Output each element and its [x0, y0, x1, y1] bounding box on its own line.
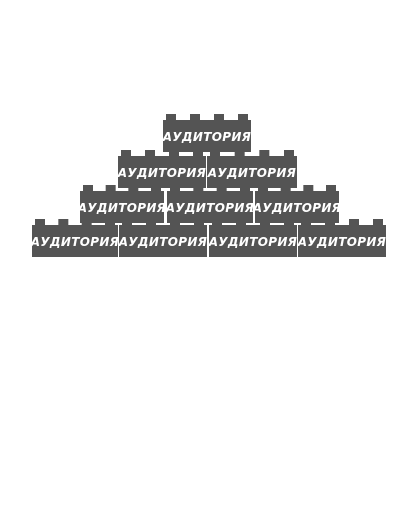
brick-stud	[151, 185, 161, 192]
brick-label: АУДИТОРИЯ	[118, 235, 207, 249]
brick-stud	[169, 150, 179, 157]
audience-brick: АУДИТОРИЯ	[297, 219, 386, 257]
brick-stud	[280, 185, 291, 192]
brick-stud	[326, 185, 336, 192]
brick-stud	[259, 150, 270, 157]
brick-label: АУДИТОРИЯ	[165, 201, 254, 215]
brick-stud	[190, 114, 200, 121]
brick-body	[118, 156, 206, 188]
brick-stud	[193, 185, 204, 192]
brick-stud	[122, 219, 132, 226]
brick-label: АУДИТОРИЯ	[208, 235, 297, 249]
brick-stud	[214, 114, 224, 121]
brick-stud	[145, 150, 155, 157]
brick-label: АУДИТОРИЯ	[297, 235, 386, 249]
brick-body	[207, 156, 297, 188]
brick-stud	[81, 219, 92, 226]
audience-brick: АУДИТОРИЯ	[118, 219, 207, 257]
brick-label: АУДИТОРИЯ	[162, 130, 251, 144]
brick-stud	[210, 150, 220, 157]
brick-label: АУДИТОРИЯ	[252, 201, 341, 215]
brick-body	[209, 225, 297, 257]
audience-brick: АУДИТОРИЯ	[162, 114, 251, 152]
brick-stud	[194, 219, 204, 226]
brick-stud	[212, 219, 222, 226]
brick-stud	[58, 219, 69, 226]
brick-stud	[260, 219, 270, 226]
brick-label: АУДИТОРИЯ	[117, 166, 206, 180]
brick-stud	[258, 185, 268, 192]
brick-stud	[373, 219, 383, 226]
audience-brick: АУДИТОРИЯ	[117, 150, 206, 188]
brick-stud	[238, 114, 248, 121]
brick-stud	[170, 185, 180, 192]
audience-brick: АУДИТОРИЯ	[207, 150, 297, 188]
brick-stud	[236, 219, 246, 226]
brick-stud	[105, 185, 116, 192]
brick-body	[80, 191, 164, 223]
brick-stud	[166, 114, 176, 121]
brick-body	[163, 120, 251, 152]
audience-brick: АУДИТОРИЯ	[30, 219, 119, 257]
audience-brick: АУДИТОРИЯ	[208, 219, 297, 257]
brick-body	[119, 225, 207, 257]
brick-stud	[121, 150, 131, 157]
brick-stud	[105, 219, 115, 226]
audience-brick: АУДИТОРИЯ	[165, 185, 254, 223]
brick-stud	[303, 185, 314, 192]
brick-stud	[83, 185, 93, 192]
brick-stud	[240, 185, 250, 192]
brick-stud	[301, 219, 311, 226]
brick-stud	[325, 219, 335, 226]
brick-stud	[349, 219, 359, 226]
brick-body	[32, 225, 118, 257]
brick-stud	[284, 219, 294, 226]
brick-stud	[193, 150, 203, 157]
brick-stud	[146, 219, 156, 226]
brick-stud	[128, 185, 139, 192]
brick-label: АУДИТОРИЯ	[207, 166, 296, 180]
brick-stud	[170, 219, 180, 226]
brick-body	[167, 191, 253, 223]
brick-label: АУДИТОРИЯ	[30, 235, 119, 249]
brick-stud	[234, 150, 245, 157]
brick-stud	[284, 150, 294, 157]
brick-body	[298, 225, 386, 257]
brick-stud	[216, 185, 227, 192]
audience-brick: АУДИТОРИЯ	[252, 185, 341, 223]
audience-brick: АУДИТОРИЯ	[77, 185, 166, 223]
brick-stud	[35, 219, 45, 226]
brick-label: АУДИТОРИЯ	[77, 201, 166, 215]
brick-body	[255, 191, 339, 223]
